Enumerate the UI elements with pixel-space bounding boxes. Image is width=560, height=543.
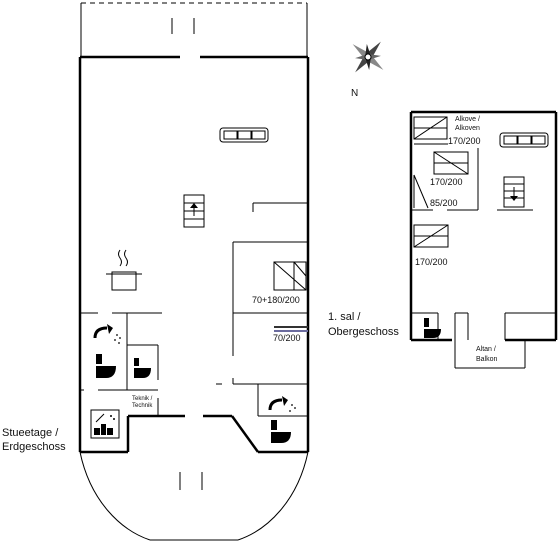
ground-floor: 70+180/200 70/200 Teknik / Technik <box>2 2 310 541</box>
bed-b-label: 85/200 <box>430 198 458 208</box>
sofa-icon <box>499 132 549 148</box>
ground-floor-walls <box>78 55 310 454</box>
shower-icon <box>268 396 296 412</box>
bed-a-label: 170/200 <box>430 177 463 187</box>
stairs-icon <box>503 176 525 208</box>
technik-label-line1: Teknik / <box>132 396 153 402</box>
washing-machine-icon <box>90 409 120 439</box>
toilet-icon <box>96 354 116 378</box>
toilet-icon <box>424 318 441 338</box>
ground-floor-label-line1: Stueetage / <box>2 427 59 439</box>
bed-single-label: 70/200 <box>273 333 301 343</box>
compass-north-label: N <box>351 88 358 99</box>
technik-label-line2: Technik <box>132 403 153 409</box>
upper-floor-interior-walls <box>411 143 556 340</box>
terrace-outline <box>80 2 308 57</box>
single-bed-icon <box>274 326 308 332</box>
alcove-bed-label: 170/200 <box>448 136 481 146</box>
balcony-label-line1: Altan / <box>476 346 496 353</box>
compass-rose-icon <box>352 41 384 73</box>
sofa-icon <box>219 127 269 143</box>
alcove-label-line1: Alkove / <box>455 116 480 123</box>
toilet-icon <box>134 358 151 378</box>
ground-floor-label-line2: Erdgeschoss <box>2 441 66 453</box>
stairs-icon <box>183 194 205 228</box>
bed-double-label: 70+180/200 <box>252 295 300 305</box>
cooking-pot-icon <box>106 249 142 291</box>
bed-icon <box>433 151 469 175</box>
single-bed-icon <box>413 174 429 209</box>
upper-floor-label-line1: 1. sal / <box>328 311 361 323</box>
ground-floor-interior-walls <box>80 202 308 417</box>
upper-floor-label-line2: Obergeschoss <box>328 326 399 338</box>
alcove-label-line2: Alkoven <box>455 125 480 132</box>
upper-floor: Altan / Balkon Alkove / Alkoven 170/200 … <box>328 110 558 369</box>
balcony <box>454 340 526 369</box>
bed-icon <box>413 224 449 248</box>
balcony-label-line2: Balkon <box>476 356 498 363</box>
shower-icon <box>93 324 121 344</box>
toilet-icon <box>271 420 291 443</box>
bed-c-label: 170/200 <box>415 257 448 267</box>
upper-floor-walls <box>409 110 558 342</box>
front-terrace <box>79 451 309 541</box>
double-bed-icon <box>273 261 307 291</box>
alcove-bed-icon <box>413 116 448 140</box>
